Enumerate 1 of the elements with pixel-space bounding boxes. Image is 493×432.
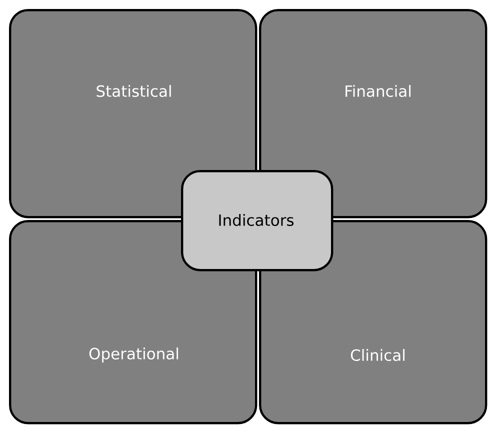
center-box: Indicators xyxy=(181,170,334,272)
